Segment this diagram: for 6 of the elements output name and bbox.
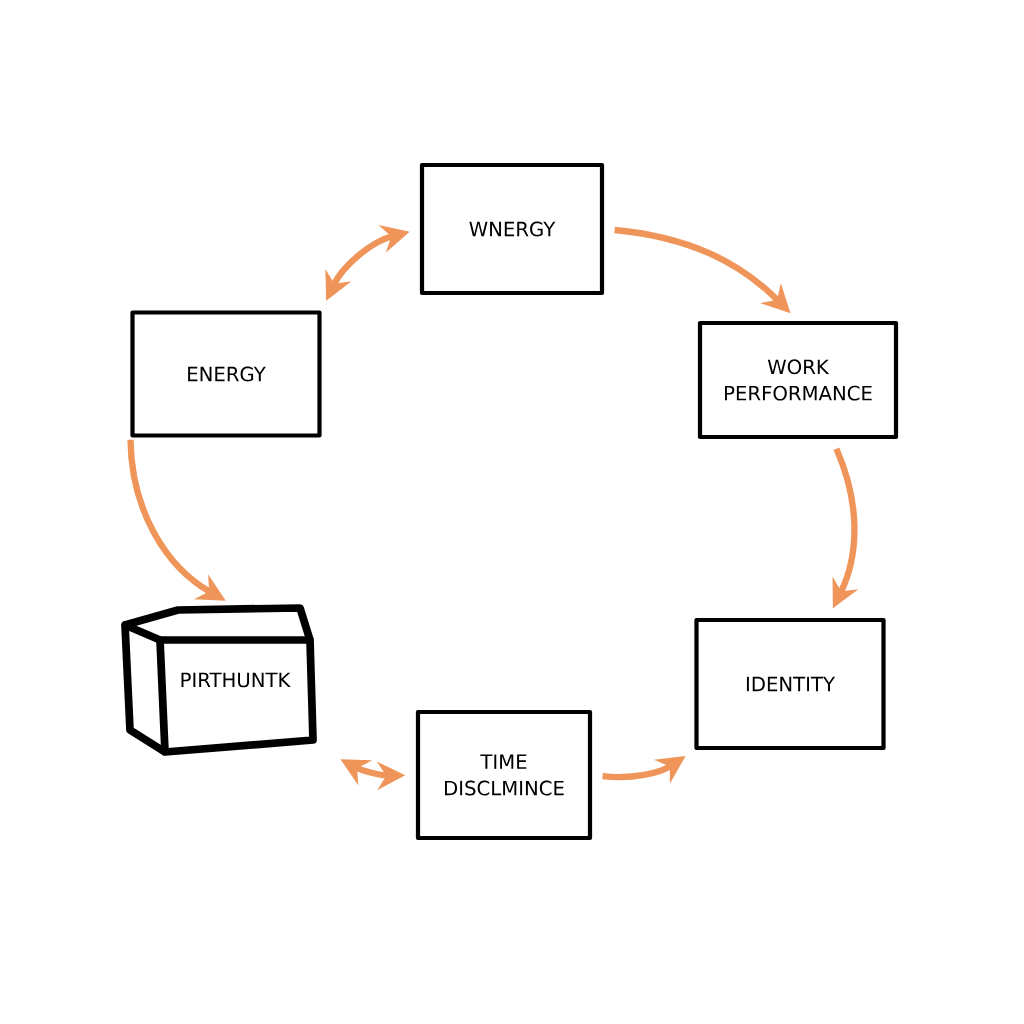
process-box: WNERGY [419, 162, 605, 296]
process-box: IDENTITY [694, 617, 886, 751]
process-box: ENERGY [130, 310, 322, 438]
process-box: TIME DISCLMINCE [415, 709, 593, 841]
crate-box: PIRTHUNTK [121, 604, 317, 756]
process-box: WORK PERFORMANCE [697, 320, 899, 440]
